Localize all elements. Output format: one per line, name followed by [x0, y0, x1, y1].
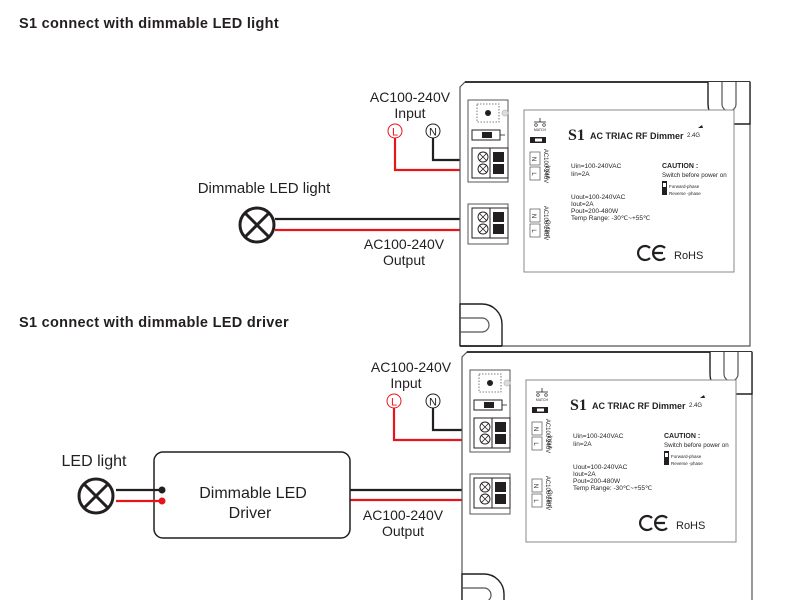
match-label: MATCH [536, 398, 549, 402]
caution-title: CAUTION : [662, 163, 698, 170]
neutral-terminal-label: N [429, 397, 437, 409]
diagram-led-driver: Dimmable LED Driver LED light L N AC100-… [62, 350, 754, 600]
section-title-led-light: S1 connect with dimmable LED light [19, 16, 279, 32]
lamp-icon [77, 477, 115, 515]
caution-text: Switch before power on [662, 172, 727, 179]
output-side-label: Output [544, 220, 550, 238]
input-live-wire [393, 138, 480, 172]
device-model: S1 [570, 397, 587, 414]
reverse-phase-label: Reverse -phase [669, 191, 701, 196]
output-pin-l: L [532, 499, 538, 503]
device-name: AC TRIAC RF Dimmer [590, 131, 684, 141]
dimmer-device: MATCH S1 AC TRIAC RF Dimmer 2.4G N L Inp… [460, 350, 754, 600]
input-label: Input [394, 105, 425, 121]
input-side-voltage: AC100-240V [544, 419, 550, 453]
spec-pout: Pout=200-480W [573, 478, 621, 485]
reverse-phase-label: Reverse -phase [671, 461, 703, 466]
input-label: Input [390, 375, 421, 391]
spec-uout: Uout=100-240VAC [571, 194, 626, 201]
spec-temp: Temp Range: -30℃~+55℃ [573, 485, 653, 492]
spec-uin: Uin=100-240VAC [573, 433, 624, 440]
lamp-icon [238, 206, 276, 244]
dimmer-device: MATCH S1 AC TRIAC RF Dimmer 2.4G N L Inp… [458, 80, 752, 348]
spec-temp: Temp Range: -30℃~+55℃ [571, 215, 651, 222]
spec-iout: Iout=2A [573, 471, 596, 478]
input-voltage-label: AC100-240V [370, 89, 451, 105]
input-side-label: Input [544, 165, 550, 179]
output-pin-n: N [532, 484, 538, 488]
device-model: S1 [568, 127, 585, 144]
spec-uin: Uin=100-240VAC [571, 163, 622, 170]
device-name: AC TRIAC RF Dimmer [592, 401, 686, 411]
output-pin-l: L [530, 229, 536, 233]
input-pin-n: N [530, 157, 536, 161]
rf-band-label: 2.4G [687, 133, 700, 139]
neutral-terminal-label: N [429, 127, 437, 139]
live-terminal-marker [387, 123, 403, 139]
section-title-led-driver: S1 connect with dimmable LED driver [19, 315, 289, 331]
neutral-terminal-marker [425, 393, 441, 409]
spec-iin: Iin=2A [573, 441, 592, 448]
live-terminal-marker [386, 393, 402, 409]
output-side-voltage: AC100-240V [544, 476, 550, 510]
forward-phase-label: Forward-phase [669, 184, 700, 189]
led-driver-box [153, 451, 351, 539]
output-label: Output [383, 252, 425, 268]
rohs-mark: RoHS [674, 250, 703, 262]
rohs-mark: RoHS [676, 520, 705, 532]
forward-phase-label: Forward-phase [671, 454, 702, 459]
output-pin-n: N [530, 214, 536, 218]
live-terminal-label: L [391, 397, 397, 409]
input-side-voltage: AC100-240V [542, 149, 548, 183]
load-label: Dimmable LED light [198, 180, 331, 197]
spec-iout: Iout=2A [571, 201, 594, 208]
output-side-label: Output [546, 490, 552, 508]
input-pin-n: N [532, 427, 538, 431]
output-side-voltage: AC100-240V [542, 206, 548, 240]
spec-pout: Pout=200-480W [571, 208, 619, 215]
match-label: MATCH [534, 128, 547, 132]
live-terminal-label: L [392, 127, 398, 139]
output-voltage-label: AC100-240V [364, 236, 445, 252]
caution-text: Switch before power on [664, 442, 729, 449]
neutral-terminal-marker [425, 123, 441, 139]
caution-title: CAUTION : [664, 433, 700, 440]
rf-band-label: 2.4G [689, 403, 702, 409]
input-live-wire [392, 407, 480, 442]
input-pin-l: L [530, 172, 536, 176]
spec-iin: Iin=2A [571, 171, 590, 178]
input-voltage-label: AC100-240V [371, 359, 452, 375]
input-pin-l: L [532, 442, 538, 446]
input-side-label: Input [546, 435, 552, 449]
output-voltage-label: AC100-240V [363, 507, 444, 523]
spec-uout: Uout=100-240VAC [573, 464, 628, 471]
load-label: LED light [62, 453, 127, 470]
driver-label-line2: Driver [229, 505, 272, 522]
output-label: Output [382, 523, 424, 539]
driver-label-line1: Dimmable LED [199, 485, 307, 502]
diagram-led-light: L N AC100-240V Input AC100-240V Output D… [198, 80, 752, 348]
